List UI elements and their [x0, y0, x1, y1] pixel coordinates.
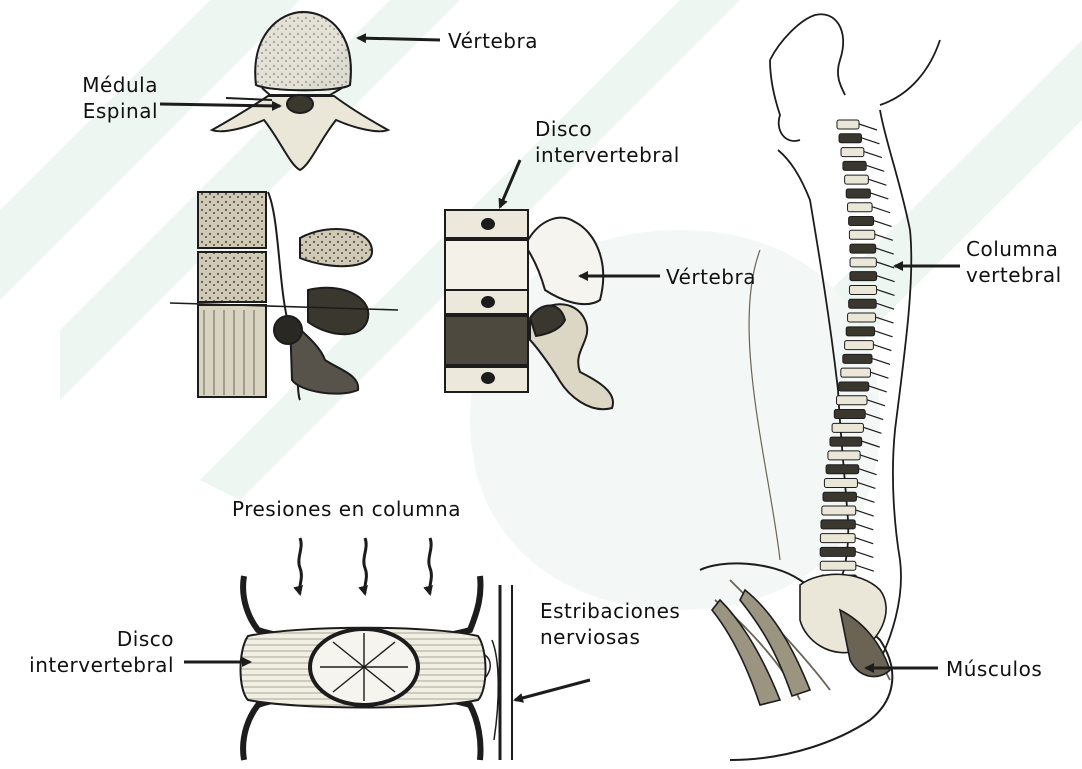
spinous-process — [875, 331, 893, 337]
label-columna-line2: vertebral — [966, 262, 1062, 288]
label-disco-mid-line1: Disco — [535, 116, 680, 142]
vertebra-segment — [849, 299, 877, 308]
spinous-process — [864, 152, 882, 158]
vertebra-segment — [822, 506, 856, 515]
vertebra-segment — [849, 230, 874, 239]
vertebra-segment — [834, 410, 865, 419]
spinous-process — [873, 345, 891, 351]
label-disco-bottom-line2: intervertebral — [6, 652, 174, 678]
spinous-process — [856, 565, 874, 571]
label-vertebra-mid: Vértebra — [666, 264, 756, 290]
spinous-process — [855, 524, 873, 530]
label-disco-mid-line2: intervertebral — [535, 142, 680, 168]
spinous-process — [861, 138, 879, 144]
spinous-process — [859, 124, 877, 130]
label-columna-vertebral: Columna vertebral — [966, 236, 1062, 288]
spinous-process — [866, 165, 884, 171]
vertebra-segment — [841, 148, 864, 157]
label-musculos: Músculos — [946, 656, 1042, 682]
vertebra-segment — [828, 451, 860, 460]
vertebra-segment — [821, 520, 855, 529]
vertebra-segment — [837, 396, 867, 405]
vertebra-segment — [839, 382, 869, 391]
label-disco-intervertebral-mid: Disco intervertebral — [535, 116, 680, 168]
label-vertebra-top: Vértebra — [448, 28, 538, 54]
vertebra-segment — [824, 478, 857, 487]
vertebra-segment — [820, 561, 856, 570]
label-disco-bottom-line1: Disco — [6, 626, 174, 652]
spinous-process — [855, 538, 873, 544]
label-estribaciones-nerviosas: Estribaciones nerviosas — [540, 598, 680, 650]
pressure-arrows — [299, 538, 432, 594]
spinous-process — [855, 551, 873, 557]
vertebra-segment — [841, 368, 871, 377]
watermark-logo — [0, 0, 1082, 610]
vertebra-segment — [823, 492, 856, 501]
label-medula-espinal: Médula Espinal — [60, 72, 158, 124]
spinous-process — [872, 207, 890, 213]
vertebra-segment — [832, 423, 863, 432]
vertebra-segment — [837, 120, 859, 129]
disc-pressure-illustration — [241, 576, 513, 760]
vertebra-segment — [848, 203, 873, 212]
vertebra-segment — [820, 534, 855, 543]
vertebra-segment — [849, 217, 874, 226]
spinous-process — [872, 358, 890, 364]
vertebra-segment — [830, 437, 862, 446]
vertebra-segment — [850, 244, 876, 253]
vertebra-segment — [850, 258, 876, 267]
vertebra-segment — [850, 272, 877, 281]
vertebra-segment — [846, 189, 870, 198]
vertebra-segment — [845, 341, 874, 350]
vertebra-segment — [848, 313, 876, 322]
vertebra-segment — [849, 285, 876, 294]
vertebra-segment — [843, 161, 866, 170]
label-disco-intervertebral-bottom: Disco intervertebral — [6, 626, 174, 678]
label-columna-line1: Columna — [966, 236, 1062, 262]
label-presiones-en-columna: Presiones en columna — [232, 496, 461, 522]
spinous-process — [868, 179, 886, 185]
vertebra-segment — [843, 354, 872, 363]
label-medula-line2: Espinal — [60, 98, 158, 124]
label-estribaciones-line2: nerviosas — [540, 624, 680, 650]
spinous-process — [874, 221, 892, 227]
vertebra-segment — [826, 465, 859, 474]
spinous-process — [870, 193, 888, 199]
vertebra-segment — [845, 175, 869, 184]
vertebra-segment — [839, 134, 861, 143]
label-medula-line1: Médula — [60, 72, 158, 98]
label-estribaciones-line1: Estribaciones — [540, 598, 680, 624]
vertebra-segment — [820, 547, 855, 556]
vertebra-segment — [846, 327, 874, 336]
